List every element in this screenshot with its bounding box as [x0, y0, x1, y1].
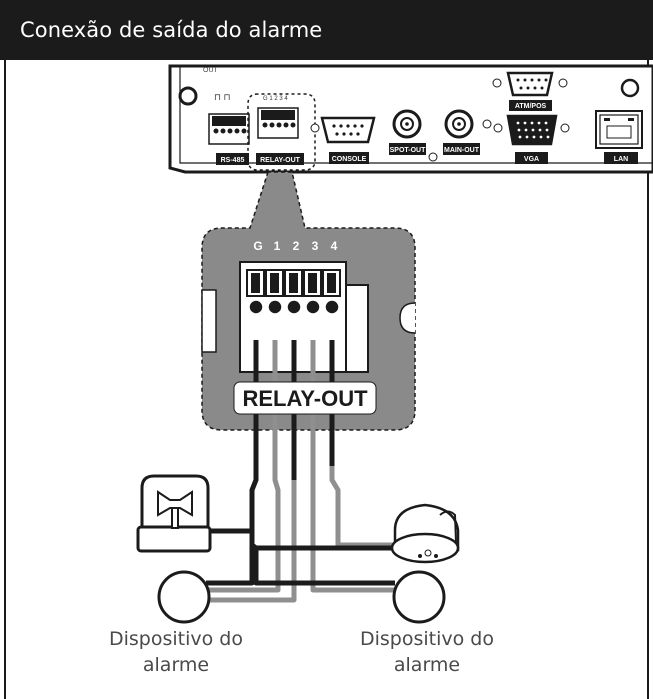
siren-device-icon — [136, 474, 212, 553]
vga-port: VGA — [493, 114, 570, 164]
alarm-wiring — [200, 466, 398, 603]
pin-label-1: 1 — [274, 239, 281, 253]
svg-text:G 1 2 3 4: G 1 2 3 4 — [263, 96, 288, 102]
alarm-device-left-icon — [157, 570, 211, 624]
pin-label-3: 3 — [312, 239, 319, 253]
caption-line: Dispositivo do — [109, 628, 243, 650]
relay-out-wiring-diagram: OUT ⊓ ⊓ RS-485 G 1 2 3 4 RELAY-OUT — [136, 64, 653, 624]
alarm-device-right-icon — [392, 570, 446, 624]
out-label: OUT — [203, 67, 219, 74]
frame-border-right — [647, 60, 649, 699]
main-out-label: MAIN-OUT — [444, 147, 480, 154]
caption-line: alarme — [142, 654, 210, 676]
alarm-device-caption-left: Dispositivo do alarme — [86, 626, 266, 678]
relay-out-zoom: G 1 2 3 4 — [201, 171, 416, 466]
pin-label-g: G — [253, 239, 262, 253]
spot-out-port: SPOT-OUT — [389, 109, 438, 162]
lan-label: LAN — [614, 156, 628, 163]
vga-label: VGA — [524, 156, 539, 163]
rs485-label: RS-485 — [221, 157, 245, 164]
console-port: CONSOLE — [320, 116, 376, 164]
svg-text:⊓ ⊓: ⊓ ⊓ — [214, 92, 231, 102]
section-header: Conexão de saída do alarme — [0, 0, 653, 60]
console-label: CONSOLE — [332, 156, 367, 163]
relay-out-port: G 1 2 3 4 RELAY-OUT — [256, 96, 304, 165]
pin-label-4: 4 — [331, 239, 338, 253]
pin-label-2: 2 — [293, 239, 300, 253]
spot-out-label: SPOT-OUT — [390, 147, 427, 154]
screw-hole-icon — [178, 86, 198, 106]
atm-pos-label: ATM/POS — [515, 103, 547, 110]
section-title: Conexão de saída do alarme — [20, 18, 323, 42]
caption-line: alarme — [393, 654, 461, 676]
atm-pos-port: ATM/POS — [492, 71, 568, 111]
main-out-port: MAIN-OUT — [443, 109, 492, 155]
rear-panel: OUT ⊓ ⊓ RS-485 G 1 2 3 4 RELAY-OUT — [168, 64, 653, 174]
alarm-device-caption-right: Dispositivo do alarme — [337, 626, 517, 678]
frame-border-left — [4, 60, 6, 699]
lan-port: LAN — [595, 110, 643, 164]
relay-out-label: RELAY-OUT — [242, 386, 368, 411]
caption-line: Dispositivo do — [360, 628, 494, 650]
relay-out-small-label: RELAY-OUT — [260, 157, 301, 164]
dome-sensor-icon — [390, 503, 460, 564]
rs485-port: ⊓ ⊓ RS-485 — [208, 92, 250, 165]
